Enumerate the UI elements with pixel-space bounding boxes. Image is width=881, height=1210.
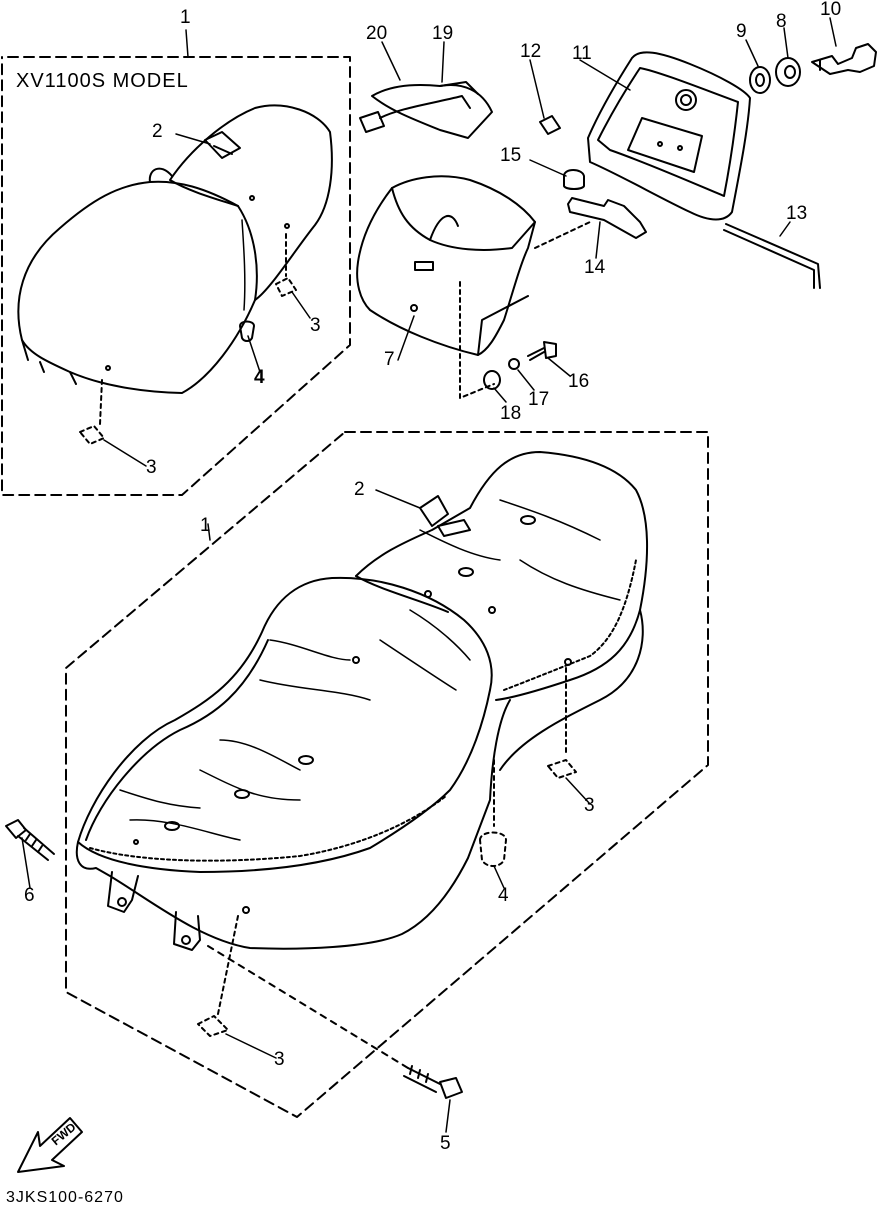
top-damper-right-part [275,233,297,297]
main-assembly-frame [65,431,709,1118]
callout-stay: 14 [584,257,606,278]
backrest-plate-part [587,51,751,221]
bolt-small-part [527,341,557,361]
rod-part [723,223,821,289]
callout-top-strap: 2 [152,121,163,142]
clip-part [539,115,561,135]
cap-part [563,169,585,190]
callout-top-cushion: 4 [254,367,265,388]
callout-washer: 9 [736,21,747,42]
grab-strap-part [359,81,493,139]
callout-grab-cover: 20 [366,23,388,44]
bolt-left-part [5,819,55,861]
callout-main-assembly: 1 [200,515,211,536]
callout-spring-washer: 17 [528,389,550,410]
leader-lines [21,17,837,1133]
washer-part [749,66,771,94]
callout-main-cushion: 4 [498,885,509,906]
stay-part [567,197,647,239]
model-label: XV1100S MODEL [16,70,189,92]
bracket-guide-lines [459,221,591,399]
callout-clip: 12 [520,41,542,62]
spring-washer-part [508,358,520,370]
callout-grommet: 8 [776,11,787,32]
plain-washer-part [483,370,501,390]
lock-part [811,43,877,75]
bolt-front-part [207,945,463,1099]
drawing-code: 3JKS100-6270 [6,1189,124,1206]
callout-grab-strap: 19 [432,23,454,44]
top-strap-part [204,131,241,159]
callout-cap: 15 [500,145,522,166]
callout-main-damper-bottom: 3 [274,1049,285,1070]
callout-main-strap: 2 [354,479,365,500]
callout-top-damper-right: 3 [310,315,321,336]
callout-lock: 10 [820,0,842,20]
callout-bolt-left: 6 [24,885,35,906]
main-cushion-part [479,759,507,867]
main-damper-right-part [547,667,577,779]
callout-plain-washer: 18 [500,403,522,424]
small-seat [17,104,333,394]
top-damper-bottom-part [79,379,105,445]
fwd-arrow-icon [17,1117,83,1173]
main-damper-bottom-part [197,915,239,1037]
callout-bolt-small: 16 [568,371,590,392]
callout-backrest-plate: 11 [572,43,592,64]
callout-top-assembly: 1 [180,7,191,28]
callout-bolt-front: 5 [440,1133,451,1154]
callout-main-damper-right: 3 [584,795,595,816]
main-seat [75,451,649,951]
grommet-part [775,57,801,87]
callout-top-damper-bottom: 3 [146,457,157,478]
model-frame [1,56,351,496]
callout-rod: 13 [786,203,808,224]
main-strap-part [419,495,471,537]
callout-backrest-bracket: 7 [384,349,395,370]
backrest-bracket-part [356,175,536,356]
top-cushion-part [239,320,255,342]
